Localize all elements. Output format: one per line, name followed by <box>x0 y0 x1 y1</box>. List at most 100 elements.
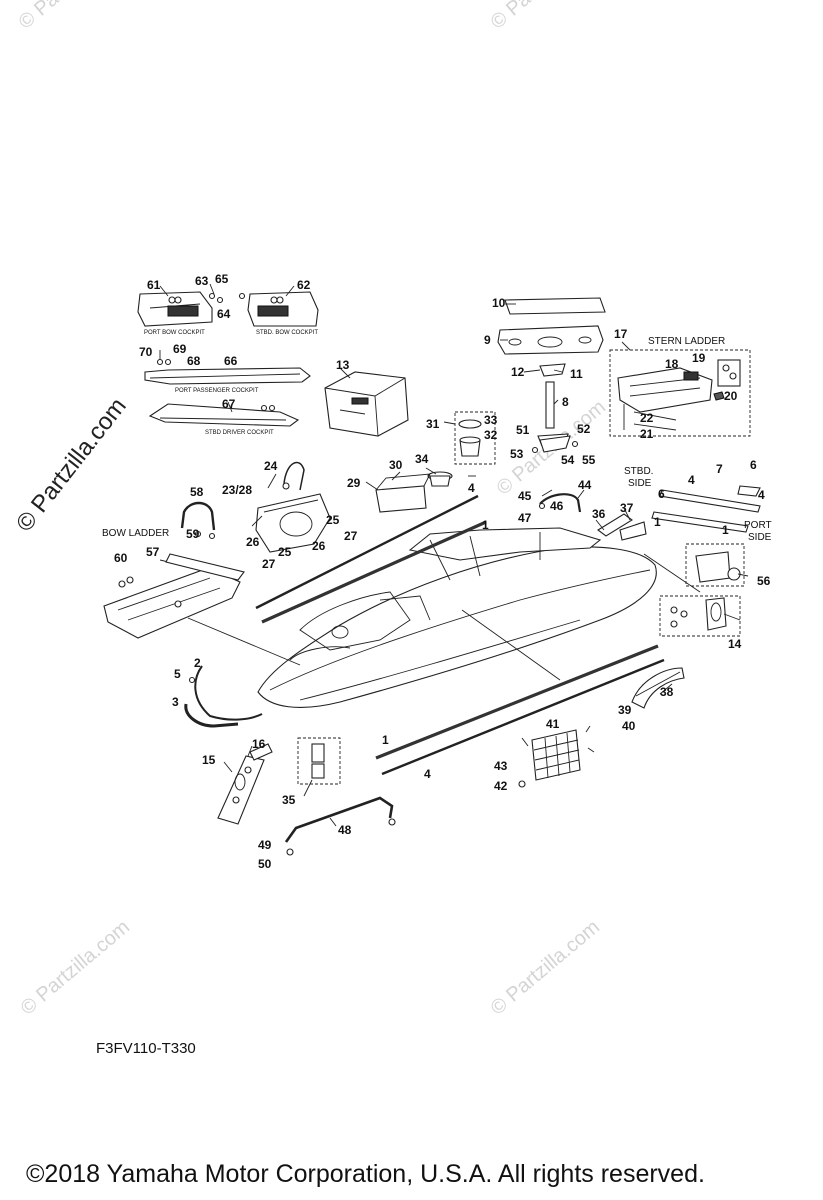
callout-4-b: 4 <box>688 473 695 487</box>
leader-lines <box>159 283 749 827</box>
callout-3: 3 <box>172 695 179 709</box>
holder-set[interactable] <box>297 737 341 785</box>
port-passenger-cockpit-caption: PORT PASSENGER COCKPIT <box>175 388 259 394</box>
grab-rail-bow[interactable] <box>284 796 396 856</box>
callout-2: 2 <box>194 656 201 670</box>
callout-4-c: 4 <box>758 488 765 502</box>
ladder-grab-handle[interactable] <box>180 501 216 540</box>
seat-base-panel[interactable] <box>497 325 604 355</box>
callout-34: 34 <box>415 452 429 466</box>
callout-55: 55 <box>582 453 596 467</box>
callout-numbers: 61 63 65 64 62 70 69 68 66 67 13 10 9 12… <box>114 272 771 871</box>
callout-62: 62 <box>297 278 311 292</box>
callout-54: 54 <box>561 453 575 467</box>
callout-49: 49 <box>258 838 272 852</box>
callout-51: 51 <box>516 423 530 437</box>
callout-25-a: 25 <box>326 513 340 527</box>
grab-rail-aft[interactable] <box>538 493 582 513</box>
callout-16: 16 <box>252 737 266 751</box>
callout-37: 37 <box>620 501 634 515</box>
callout-56: 56 <box>757 574 771 588</box>
callout-38: 38 <box>660 685 674 699</box>
stern-ladder-label: STERN LADDER <box>648 336 725 347</box>
cupholder[interactable] <box>427 471 453 487</box>
callout-23-28: 23/28 <box>222 483 252 497</box>
step-pad[interactable] <box>631 667 685 709</box>
port-rub-rail[interactable] <box>651 511 749 533</box>
callout-58: 58 <box>190 485 204 499</box>
vent-37[interactable] <box>619 521 647 541</box>
callout-4-a: 4 <box>468 481 475 495</box>
callout-26-a: 26 <box>312 539 326 553</box>
callout-43: 43 <box>494 759 508 773</box>
callout-68: 68 <box>187 354 201 368</box>
cupholder-set[interactable] <box>454 411 496 465</box>
callout-18: 18 <box>665 357 679 371</box>
callout-70: 70 <box>139 345 153 359</box>
courtesy-light-cable[interactable] <box>282 461 305 491</box>
bow-rail[interactable] <box>184 665 263 728</box>
vent-36[interactable] <box>597 513 633 537</box>
callout-5: 5 <box>174 667 181 681</box>
storage-lid[interactable] <box>255 493 331 553</box>
callout-57: 57 <box>146 545 160 559</box>
stbd-side-label: STBD. <box>624 466 653 477</box>
callout-19: 19 <box>692 351 706 365</box>
callout-29: 29 <box>347 476 361 490</box>
callout-17: 17 <box>614 327 628 341</box>
bow-eye-assembly[interactable] <box>217 743 273 825</box>
callout-66: 66 <box>224 354 238 368</box>
storage-bin[interactable] <box>375 473 431 513</box>
callout-40: 40 <box>622 719 636 733</box>
callout-24: 24 <box>264 459 278 473</box>
stern-eye-set[interactable] <box>659 595 741 637</box>
callout-25-b: 25 <box>278 545 292 559</box>
callout-1-b: 1 <box>654 515 661 529</box>
cleat[interactable] <box>531 435 579 454</box>
stbd-bow-cockpit-pad[interactable]: STBD. BOW COCKPIT <box>247 291 319 336</box>
callout-26-b: 26 <box>246 535 260 549</box>
callout-48: 48 <box>338 823 352 837</box>
callout-13: 13 <box>336 358 350 372</box>
callout-27-b: 27 <box>262 557 276 571</box>
callout-7: 7 <box>716 462 723 476</box>
stbd-rub-rail[interactable] <box>659 485 761 513</box>
callout-67: 67 <box>222 397 236 411</box>
callout-22: 22 <box>640 411 654 425</box>
callout-52: 52 <box>577 422 591 436</box>
callout-47: 47 <box>518 511 532 525</box>
bow-ladder[interactable] <box>103 553 245 639</box>
callout-1-d: 1 <box>382 733 389 747</box>
stbd-side-label-line2: SIDE <box>628 478 652 489</box>
port-bow-cockpit-pad[interactable]: PORT BOW COCKPIT <box>137 291 213 336</box>
rub-strip-upper[interactable] <box>255 494 487 624</box>
callout-10: 10 <box>492 296 506 310</box>
copyright-notice: ©2018 Yamaha Motor Corporation, U.S.A. A… <box>26 1160 705 1188</box>
callout-4-d: 4 <box>424 767 431 781</box>
port-side-label-line2: SIDE <box>748 532 772 543</box>
callout-63: 63 <box>195 274 209 288</box>
callout-36: 36 <box>592 507 606 521</box>
callout-45: 45 <box>518 489 532 503</box>
callout-20: 20 <box>724 389 738 403</box>
rub-strip-lower[interactable] <box>375 644 665 776</box>
callout-21: 21 <box>640 427 654 441</box>
callout-60: 60 <box>114 551 128 565</box>
callout-27-a: 27 <box>344 529 358 543</box>
callout-9: 9 <box>484 333 491 347</box>
cover-panel[interactable] <box>504 297 606 315</box>
stern-ladder-group[interactable] <box>609 349 751 437</box>
storage-net[interactable] <box>518 725 595 788</box>
cooler[interactable] <box>324 371 409 437</box>
callout-12: 12 <box>511 365 525 379</box>
transom-panel[interactable] <box>685 543 745 587</box>
callout-6-a: 6 <box>750 458 757 472</box>
cockpit-small-parts <box>168 292 284 304</box>
callout-42: 42 <box>494 779 508 793</box>
stbd-bow-cockpit-caption: STBD. BOW COCKPIT <box>256 330 318 336</box>
callout-64: 64 <box>217 307 231 321</box>
callout-1-a: 1 <box>482 518 489 532</box>
port-bow-cockpit-caption: PORT BOW COCKPIT <box>144 330 205 336</box>
callout-14: 14 <box>728 637 742 651</box>
stbd-driver-cockpit-pad[interactable]: STBD DRIVER COCKPIT <box>148 403 300 436</box>
